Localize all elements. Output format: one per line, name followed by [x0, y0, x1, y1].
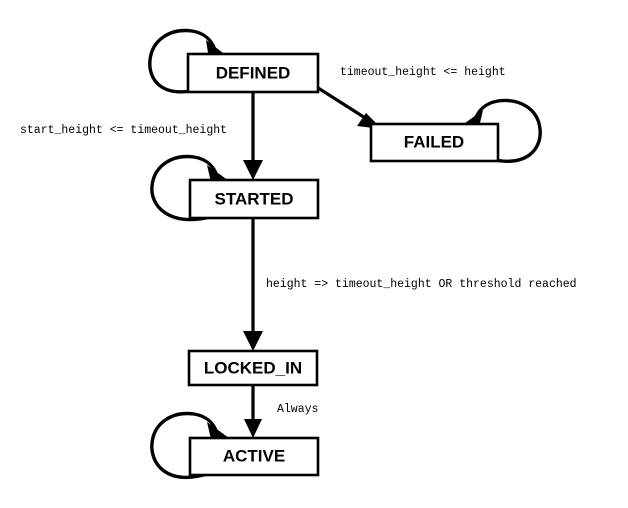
edge-label-defined-to-failed: timeout_height <= height: [340, 66, 506, 79]
state-box-started[interactable]: [188, 178, 320, 220]
state-node-defined[interactable]: DEFINED: [186, 52, 320, 94]
transition-defined-to-failed: [314, 84, 382, 129]
state-label-defined: DEFINED: [216, 63, 291, 82]
edge-label-locked-in-to-active: Always: [277, 403, 318, 416]
started-to-locked-in-arrowhead: [243, 331, 263, 351]
active-self-loop-path: [150, 411, 219, 479]
transition-locked-in-to-active: [244, 385, 262, 438]
active-self-loop-arrowhead: [207, 422, 229, 441]
started-self-loop-path: [150, 154, 219, 222]
defined-to-failed-line: [314, 84, 371, 123]
transition-started-to-locked-in: [243, 218, 263, 351]
transition-defined-to-started: [243, 92, 263, 180]
state-box-locked-in[interactable]: [187, 349, 319, 387]
active-self-loop: [150, 411, 229, 479]
state-node-locked-in[interactable]: LOCKED_IN: [187, 349, 319, 387]
state-label-failed: FAILED: [404, 132, 464, 151]
state-box-failed[interactable]: [369, 122, 500, 163]
defined-self-loop-path: [148, 28, 217, 94]
edge-label-defined-to-started: start_height <= timeout_height: [20, 124, 227, 137]
state-label-started: STARTED: [214, 189, 293, 208]
state-box-defined[interactable]: [186, 52, 320, 94]
locked-in-to-active-arrowhead: [244, 419, 262, 438]
state-node-started[interactable]: STARTED: [188, 178, 320, 220]
state-label-active: ACTIVE: [223, 446, 285, 465]
state-node-active[interactable]: ACTIVE: [188, 436, 320, 477]
state-node-failed[interactable]: FAILED: [369, 122, 500, 163]
state-label-locked-in: LOCKED_IN: [204, 358, 302, 377]
edge-label-started-to-locked-in: height => timeout_height OR threshold re…: [266, 278, 577, 291]
state-box-active[interactable]: [188, 436, 320, 477]
failed-self-loop-path: [473, 98, 542, 163]
defined-to-started-arrowhead: [243, 160, 263, 180]
